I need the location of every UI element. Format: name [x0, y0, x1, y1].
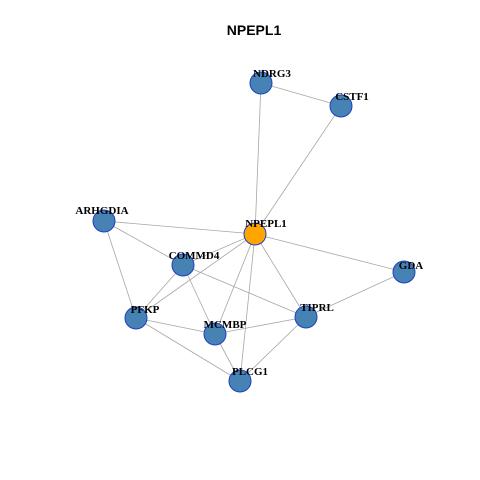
- edge-pfkp-mcmbp: [135, 317, 216, 335]
- node-label-cstf1: CSTF1: [335, 91, 369, 103]
- node-circle-pfkp: [124, 306, 148, 330]
- node-circle-npepl1: [243, 222, 267, 246]
- node-circle-cstf1: [329, 94, 353, 118]
- edge-pfkp-plcg1: [135, 317, 241, 382]
- node-tiprl: TIPRL: [294, 302, 334, 329]
- node-circle-gda: [392, 260, 416, 284]
- edge-commd4-mcmbp: [182, 264, 216, 335]
- edge-layer: [103, 82, 405, 382]
- node-label-npepl1: NPEPL1: [245, 218, 287, 230]
- node-arhgdia: ARHGDIA: [75, 205, 129, 233]
- edge-npepl1-gda: [254, 233, 405, 273]
- node-circle-tiprl: [294, 305, 318, 329]
- node-circle-plcg1: [228, 369, 252, 393]
- node-label-commd4: COMMD4: [169, 250, 220, 262]
- edge-npepl1-tiprl: [254, 233, 307, 318]
- edge-commd4-tiprl: [182, 264, 307, 318]
- edge-ndrg3-npepl1: [254, 82, 262, 235]
- edge-arhgdia-pfkp: [103, 220, 137, 319]
- edge-arhgdia-npepl1: [103, 220, 256, 235]
- node-circle-commd4: [171, 253, 195, 277]
- node-gda: GDA: [392, 260, 424, 284]
- edge-tiprl-mcmbp: [214, 316, 307, 335]
- edge-arhgdia-commd4: [103, 220, 184, 266]
- node-label-gda: GDA: [399, 260, 424, 272]
- node-mcmbp: MCMBP: [203, 319, 247, 346]
- edge-npepl1-pfkp: [135, 233, 256, 319]
- node-npepl1: NPEPL1: [243, 218, 287, 246]
- node-circle-ndrg3: [249, 71, 273, 95]
- node-label-arhgdia: ARHGDIA: [75, 205, 128, 217]
- edge-npepl1-mcmbp: [214, 233, 256, 335]
- edge-gda-tiprl: [305, 271, 405, 318]
- node-commd4: COMMD4: [169, 250, 220, 277]
- edge-ndrg3-cstf1: [260, 82, 342, 107]
- node-label-plcg1: PLCG1: [232, 366, 268, 378]
- node-cstf1: CSTF1: [329, 91, 369, 118]
- node-label-ndrg3: NDRG3: [253, 68, 291, 80]
- edge-cstf1-npepl1: [254, 105, 342, 235]
- edge-npepl1-plcg1: [239, 233, 256, 382]
- node-label-pfkp: PFKP: [131, 304, 160, 316]
- node-circle-arhgdia: [92, 209, 116, 233]
- node-label-tiprl: TIPRL: [300, 302, 334, 314]
- edge-npepl1-commd4: [182, 233, 256, 266]
- node-ndrg3: NDRG3: [249, 68, 291, 95]
- graph-title: NPEPL1: [227, 22, 282, 38]
- node-label-mcmbp: MCMBP: [204, 319, 247, 331]
- node-circle-mcmbp: [203, 322, 227, 346]
- edge-commd4-pfkp: [135, 264, 184, 319]
- node-plcg1: PLCG1: [228, 366, 268, 393]
- node-pfkp: PFKP: [124, 304, 160, 330]
- edge-tiprl-plcg1: [239, 316, 307, 382]
